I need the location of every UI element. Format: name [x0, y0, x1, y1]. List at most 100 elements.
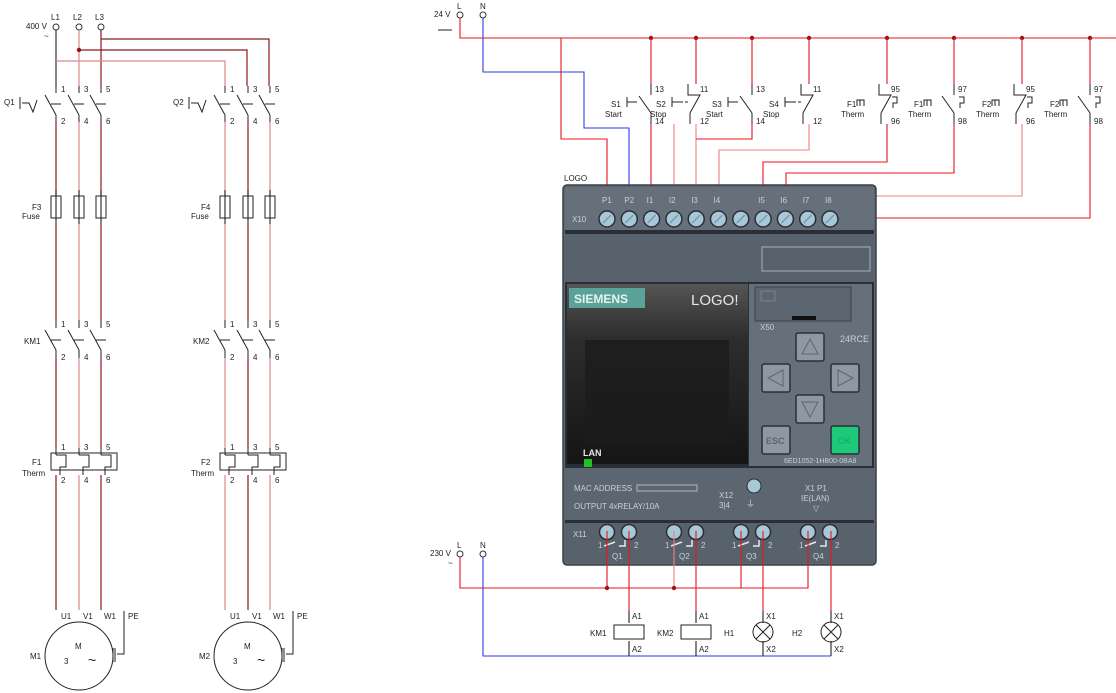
wire-s3-to-i3: [696, 124, 753, 140]
pin-label: 3: [84, 320, 89, 329]
strip-divider: [565, 230, 874, 234]
load-id-label: H1: [724, 629, 735, 638]
overload-element: [78, 448, 90, 475]
terminal-l1[interactable]: [52, 23, 60, 31]
contactor-contact[interactable]: [67, 329, 84, 351]
fuse-label: F4: [201, 203, 211, 212]
motor-terminal-label: V1: [83, 612, 93, 621]
input-terminal-i7[interactable]: I7: [798, 196, 817, 228]
phase-label-l2: L2: [73, 13, 82, 22]
left-button[interactable]: [761, 363, 791, 393]
input-terminal-i5[interactable]: I5: [754, 196, 772, 228]
input-terminal-i4[interactable]: I4: [709, 196, 728, 228]
terminal-24v-l[interactable]: [456, 11, 464, 19]
pushbutton-actuator-icon: [727, 97, 738, 107]
motor-icon[interactable]: [44, 621, 114, 691]
upper-panel: [565, 234, 874, 282]
terminal-230v-l[interactable]: [456, 550, 464, 558]
output-ac-symbol: ~: [448, 559, 453, 568]
load-pin-top: A1: [699, 612, 709, 621]
input-terminal-i6[interactable]: I6: [776, 196, 795, 228]
switch-id-label: F2: [982, 100, 992, 109]
breaker-contact[interactable]: [89, 94, 106, 116]
switch-function-label: Therm: [841, 110, 864, 119]
pin-label: 5: [275, 443, 280, 452]
breaker-contact[interactable]: [44, 94, 61, 116]
contactor-contact[interactable]: [213, 329, 230, 351]
switch-pin-top: 97: [958, 85, 967, 94]
esc-button[interactable]: ESC: [761, 425, 791, 455]
nc-contact-icon: [800, 84, 814, 124]
overload-type-label: Therm: [191, 469, 214, 478]
supply-voltage-400v: 400 V: [26, 22, 48, 31]
terminal-l2[interactable]: [75, 23, 83, 31]
input-terminal-unused[interactable]: [732, 210, 750, 228]
pin-label: 2: [230, 476, 235, 485]
ok-button[interactable]: OK: [830, 425, 860, 455]
relay-contact-icon: [603, 540, 626, 547]
no-contact-icon: [941, 84, 955, 124]
switch-id-label: S1: [611, 100, 621, 109]
pin-label: 1: [230, 443, 235, 452]
input-label: I7: [803, 196, 810, 205]
breaker-contact[interactable]: [236, 94, 253, 116]
wire-f1nc-i5: [762, 124, 888, 199]
down-button[interactable]: [795, 394, 825, 424]
breaker-contact[interactable]: [67, 94, 84, 116]
esc-label: ESC: [766, 436, 785, 446]
contactor-contact[interactable]: [258, 329, 275, 351]
terminal-230v-n[interactable]: [479, 550, 487, 558]
overload-relay-icon[interactable]: [50, 452, 118, 471]
input-terminal-p2[interactable]: P2: [620, 196, 639, 228]
terminal-l3[interactable]: [97, 23, 105, 31]
pin-label: 6: [275, 117, 280, 126]
motor-symbol-label: M: [244, 642, 251, 651]
overload-relay-icon[interactable]: [219, 452, 287, 471]
contactor-contact[interactable]: [44, 329, 61, 351]
overload-label: F1: [32, 458, 42, 467]
up-button[interactable]: [795, 332, 825, 362]
input-terminal-i1[interactable]: I1: [642, 196, 661, 228]
input-terminal-i2[interactable]: I2: [665, 196, 683, 228]
fuse-type-label: Fuse: [22, 212, 40, 221]
output-voltage-230v: 230 V: [430, 549, 452, 558]
lan-led: [584, 459, 592, 467]
no-contact-icon: [1077, 84, 1091, 124]
ground-screw[interactable]: [746, 478, 762, 494]
x12-label: X12: [719, 491, 734, 500]
contactor-contact[interactable]: [236, 329, 253, 351]
motor-ac-label: ~: [88, 652, 96, 668]
ground-icon: ⏚: [746, 499, 755, 509]
breaker-contact[interactable]: [213, 94, 230, 116]
input-terminal-p1[interactable]: P1: [598, 196, 616, 228]
contactor-contact[interactable]: [89, 329, 106, 351]
input-terminal-i8[interactable]: I8: [821, 196, 839, 228]
right-button[interactable]: [830, 363, 860, 393]
pin-label: 1: [61, 85, 66, 94]
motor-icon[interactable]: [213, 621, 283, 691]
terminal-24v-n[interactable]: [479, 11, 487, 19]
overload-element: [100, 448, 112, 475]
output-label: Q4: [813, 552, 824, 561]
junction-dot: [76, 47, 82, 53]
overload-element: [55, 448, 67, 475]
motor-label: M2: [199, 652, 211, 661]
input-terminal-i3[interactable]: I3: [687, 196, 705, 228]
sd-slot[interactable]: [754, 286, 852, 322]
breaker-contact[interactable]: [258, 94, 275, 116]
input-label: P1: [602, 196, 612, 205]
